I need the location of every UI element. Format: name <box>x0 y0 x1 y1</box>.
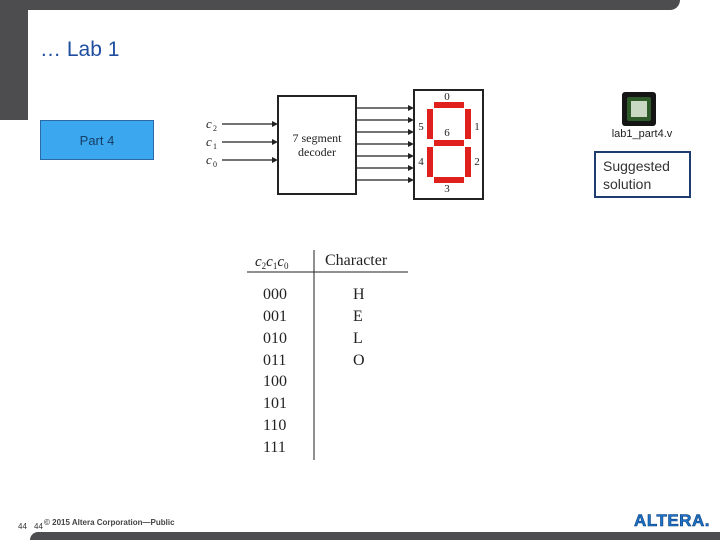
row-code-7: 111 <box>263 439 286 456</box>
input-c0-arrow <box>272 157 278 163</box>
row-code-5: 101 <box>263 395 287 412</box>
footer-bar <box>30 532 720 540</box>
row-code-6: 110 <box>263 417 286 434</box>
altera-logo: ALTERA. <box>632 509 712 536</box>
decoder-block <box>277 95 357 195</box>
decoder-line1: 7 segment <box>293 131 343 145</box>
decoder-svg: c 2 c 1 c 0 7 segment decoder <box>206 89 484 200</box>
segment-num-2: 2 <box>474 156 480 168</box>
input-c0-label: c <box>206 152 212 167</box>
segment-2 <box>465 147 471 177</box>
segment-5 <box>427 109 433 139</box>
row-code-3: 011 <box>263 352 286 369</box>
segment-num-6: 6 <box>444 127 450 139</box>
header-cap <box>670 0 720 10</box>
header-curve <box>640 0 680 10</box>
segment-1 <box>465 109 471 139</box>
file-name-label[interactable]: lab1_part4.v <box>611 128 673 140</box>
suggested-solution-box: Suggested solution <box>594 151 691 198</box>
row-char-1: E <box>353 308 363 325</box>
output-wires <box>356 105 414 183</box>
row-char-0: H <box>353 286 365 303</box>
truth-table: c2c1c0 Character 000 H 001 E 010 L 011 O… <box>245 248 415 468</box>
header-c2: c2c1c0 <box>255 254 289 271</box>
input-c2-arrow <box>272 121 278 127</box>
input-c2-sub: 2 <box>213 124 217 133</box>
segment-4 <box>427 147 433 177</box>
page-number-secondary: 44 <box>34 522 43 531</box>
segment-num-0: 0 <box>444 91 450 103</box>
input-c2-label: c <box>206 116 212 131</box>
svg-text:ALTERA.: ALTERA. <box>634 511 710 530</box>
segment-6 <box>434 140 464 146</box>
verilog-file-icon[interactable] <box>622 92 656 126</box>
decoder-diagram: c 2 c 1 c 0 7 segment decoder <box>200 88 490 208</box>
copyright-text: © 2015 Altera Corporation—Public <box>44 518 175 527</box>
left-frame <box>0 0 28 120</box>
segment-num-4: 4 <box>418 156 424 168</box>
truth-table-svg: c2c1c0 Character 000 H 001 E 010 L 011 O… <box>247 250 408 460</box>
segment-num-1: 1 <box>474 121 480 133</box>
input-c1-arrow <box>272 139 278 145</box>
header-bar <box>0 0 720 10</box>
input-c0-sub: 0 <box>213 160 217 169</box>
segment-0 <box>434 102 464 108</box>
page-number: 44 <box>18 522 27 531</box>
input-c1-label: c <box>206 134 212 149</box>
row-code-1: 001 <box>263 308 287 325</box>
segment-num-5: 5 <box>418 121 424 133</box>
segment-num-3: 3 <box>444 183 450 195</box>
segment-3 <box>434 177 464 183</box>
row-code-0: 000 <box>263 286 287 303</box>
row-char-3: O <box>353 352 365 369</box>
part-label: Part 4 <box>79 132 115 148</box>
input-c1-sub: 1 <box>213 142 217 151</box>
slide-title: … Lab 1 <box>40 38 120 61</box>
decoder-line2: decoder <box>298 145 336 159</box>
row-char-2: L <box>353 330 363 347</box>
header-character: Character <box>325 252 388 269</box>
row-code-4: 100 <box>263 373 287 390</box>
row-code-2: 010 <box>263 330 287 347</box>
part-label-box: Part 4 <box>40 120 154 160</box>
